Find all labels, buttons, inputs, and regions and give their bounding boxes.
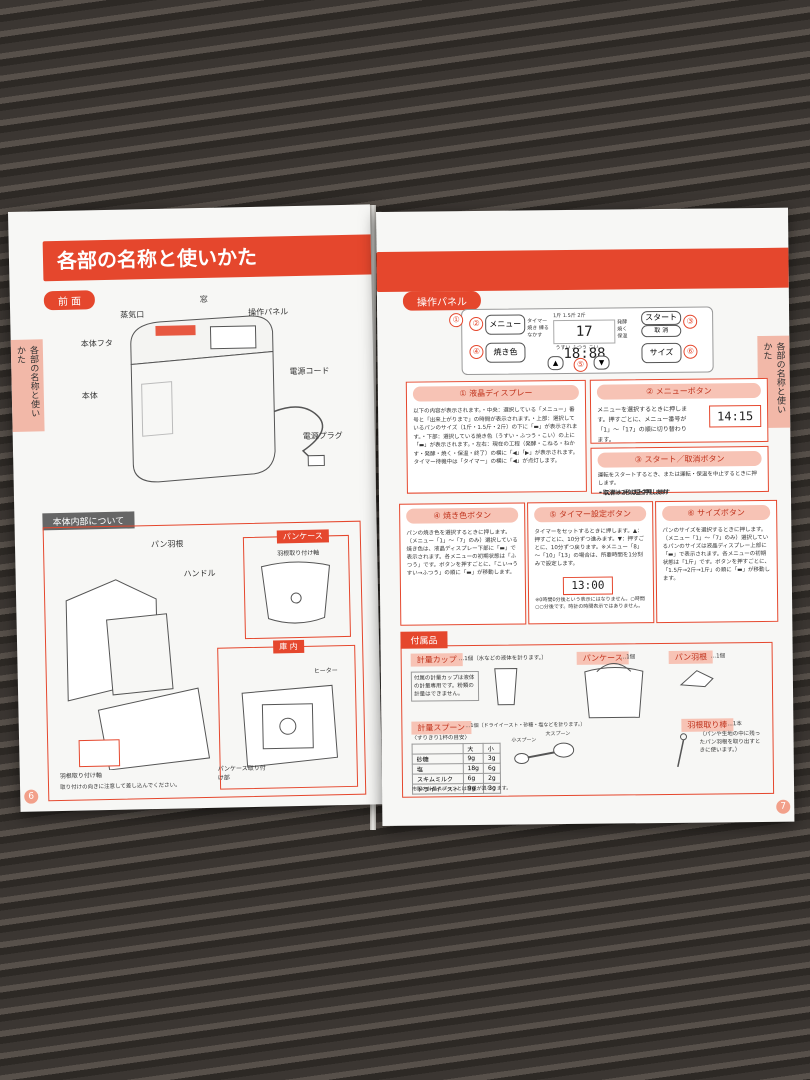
size-description-box: ⑥ サイズボタン パンのサイズを選択するときに押します。（メニュー「1」～「7」… [655, 499, 779, 624]
spoon-table-note: 市販の計量スプーンとは容量が異なります。 [412, 785, 512, 793]
bread-case-accessory-illustration [584, 663, 644, 719]
measuring-cup-title: 計量カップ [410, 653, 463, 667]
case-mount-label: パンケース取り付け部 [217, 764, 266, 782]
spoon-table-caption: 〈すりきり1杯の目安〉 [411, 735, 471, 742]
start-button[interactable]: スタート [641, 310, 682, 326]
big-spoon-label: 大スプーン [545, 730, 571, 738]
blade-remover-note: （パンや生地の中に残ったパン羽根を取り出すときに使います。） [699, 731, 761, 754]
timer-description-box: ⑤ タイマー設定ボタン タイマーをセットするときに押します。▲：押すごとに、10… [527, 501, 655, 625]
window-label: 窓 [199, 294, 208, 304]
measuring-cup-qty: …1個（水などの液体を計ります。） [458, 655, 547, 663]
callout-3: ③ [683, 314, 698, 329]
power-cord-label: 電源コード [289, 366, 330, 377]
blade-remover-qty: …1本 [727, 721, 742, 728]
menu-box-title: ② メニューボタン [596, 382, 761, 400]
callout-6: ⑥ [683, 344, 698, 359]
page-number-left: 6 [24, 789, 39, 804]
section-panel-label: 操作パネル [402, 290, 482, 311]
chamber-title: 庫 内 [273, 639, 304, 654]
side-index-tab: 各部の名称と使いかた [10, 339, 45, 432]
bread-maker-open-illustration [65, 579, 211, 771]
measuring-spoon-qty: …1個（ドライイースト・砂糖・塩などを計ります。） [465, 721, 586, 730]
blade-remover-illustration [677, 733, 688, 768]
timer-box-text: タイマーをセットするときに押します。▲：押すごとに、10分ずつ進みます。▼：押す… [534, 528, 644, 568]
lcd-box-title: ① 液晶ディスプレー [412, 384, 579, 402]
menu-lcd-example: 14:15 [709, 404, 762, 428]
power-plug-label: 電源プラグ [302, 431, 343, 441]
bread-case-title: パンケース [276, 529, 329, 544]
measuring-cup-note: 付属の計量カップは液体の計量専用です。粉類の計量はできません。 [410, 670, 480, 702]
bake-color-description-box: ④ 焼き色ボタン パンの焼き色を選択するときに押します。（メニュー「1」～「7」… [399, 502, 527, 626]
vent-label: 蒸気口 [120, 310, 145, 320]
right-page: 操作パネル 各部の名称と使いかた ① ② メニュー ④ 焼き色 タイマー 焼き … [376, 207, 795, 826]
start-box-bullet-2: ・取消は2秒以上押します [596, 488, 668, 497]
lcd-description-box: ① 液晶ディスプレー 以下の内容が表示されます。・中央：選択している「メニュー」… [405, 379, 587, 494]
menu-box-text: メニューを選択するときに押します。押すごとに、メニュー番号が「1」～「17」の順… [597, 405, 688, 444]
callout-5: ⑤ [573, 357, 588, 372]
bake-color-button[interactable]: 焼き色 [485, 342, 526, 363]
bread-case-accessory-qty: …1個 [620, 654, 636, 661]
start-box-title: ③ スタート／取消ボタン [597, 450, 762, 468]
panel-right-indicators: 発酵 焼く 保温 [617, 319, 628, 340]
page-title: 各部の名称と使いかた [42, 234, 383, 282]
timer-down-button[interactable]: ▼ [593, 355, 610, 370]
callout-2: ② [469, 316, 484, 332]
timer-lcd-example: 13:00 [562, 576, 614, 596]
size-button[interactable]: サイズ [641, 342, 682, 364]
blade-mount-label: 羽根取り付け軸 [59, 772, 102, 781]
shaft-label: 羽根取り付け軸 [277, 549, 320, 558]
lcd-box-text: 以下の内容が表示されます。・中央：選択している「メニュー」番号と「出来上がりまで… [413, 406, 579, 466]
menu-button[interactable]: メニュー [485, 314, 526, 335]
panel-color-indicators: うすい ふつう こい [555, 344, 599, 352]
bread-maker-front-illustration [130, 315, 325, 483]
panel-lcd: 17 18:88 [553, 319, 616, 362]
callout-4: ④ [469, 344, 484, 360]
bake-box-title: ④ 焼き色ボタン [406, 507, 519, 524]
bread-blade-accessory-qty: …1個 [710, 653, 726, 660]
panel-left-indicators: タイマー 焼き 練る なかす [527, 318, 549, 339]
section-front-label: 前 面 [43, 290, 96, 311]
title-band [376, 247, 789, 292]
cancel-button[interactable]: 取 消 [641, 324, 682, 338]
size-box-text: パンのサイズを選択するときに押します。（メニュー「1」～「7」のみ）選択している… [662, 526, 771, 583]
timer-up-button[interactable]: ▲ [547, 356, 564, 371]
blade-label: パン羽根 [150, 539, 184, 550]
timer-box-title: ⑤ タイマー設定ボタン [534, 506, 647, 523]
bake-box-text: パンの焼き色を選択するときに押します。（メニュー「1」～「7」のみ）選択している… [406, 529, 518, 577]
lid-label: 本体フタ [80, 338, 113, 349]
bread-blade-accessory-illustration [679, 670, 714, 688]
callout-1: ① [449, 313, 464, 328]
bread-blade-accessory-title: パン羽根 [668, 650, 714, 664]
menu-description-box: ② メニューボタン メニューを選択するときに押します。押すごとに、メニュー番号が… [589, 377, 769, 444]
timer-box-note: ※0時間0分後という表示にはなりません。○時間○○分後です。時計の時間表示ではあ… [535, 596, 645, 611]
size-box-title: ⑥ サイズボタン [662, 504, 771, 522]
handle-label: ハンドル [183, 568, 216, 579]
chamber-illustration [241, 684, 339, 768]
bread-case-illustration [260, 561, 331, 624]
left-page: 各部の名称と使いかた 前 面 各部の名称と使いかた 窓 蒸気口 本体フタ 操作パ… [8, 204, 383, 812]
measuring-cup-illustration [494, 668, 518, 706]
measuring-spoon-illustration [514, 742, 575, 765]
page-number-right: 7 [776, 799, 791, 814]
panel-size-indicators: 1斤 1.5斤 2斤 [553, 312, 586, 320]
control-panel-label: 操作パネル [248, 307, 289, 317]
body-label: 本体 [81, 391, 98, 401]
